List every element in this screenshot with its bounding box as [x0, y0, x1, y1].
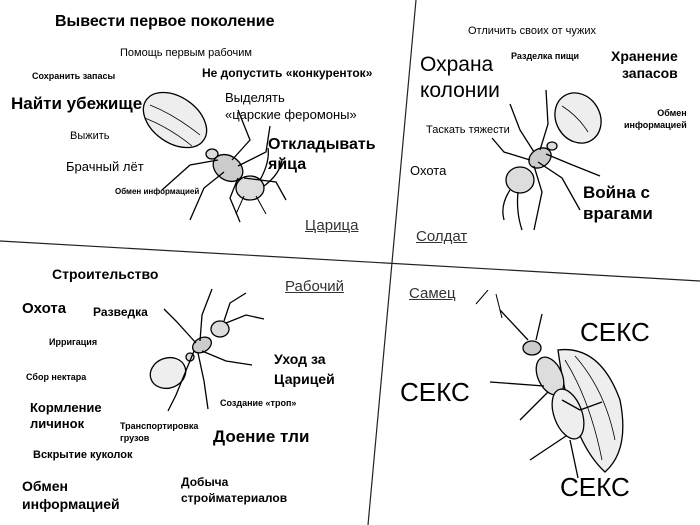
label-transport: Транспортировка грузов: [120, 421, 199, 443]
label-pupae: Вскрытие куколок: [33, 449, 133, 461]
label-sex-1: СЕКС: [580, 317, 650, 347]
label-aphid-milking: Доение тли: [213, 427, 310, 446]
label-pheromones: Выделять «царские феромоны»: [225, 90, 357, 122]
label-survive: Выжить: [70, 130, 110, 142]
label-irrigation: Ирригация: [49, 337, 98, 347]
label-sex-3: СЕКС: [560, 472, 630, 502]
label-save-stock: Сохранить запасы: [32, 71, 116, 81]
male-ant-drawing: [475, 290, 624, 479]
label-queen-info-exchange: Обмен информацией: [115, 187, 200, 196]
label-friend-foe: Отличить своих от чужих: [468, 25, 596, 37]
label-help-workers: Помощь первым рабочим: [120, 47, 252, 59]
label-lay-eggs: Откладывать яйца: [268, 136, 376, 173]
worker-ant-drawing: [149, 288, 265, 412]
label-find-shelter: Найти убежище: [11, 94, 143, 113]
worker-title: Рабочий: [285, 278, 345, 295]
label-soldier-hunting: Охота: [410, 163, 447, 178]
label-carry-heavy: Таскать тяжести: [426, 124, 510, 136]
label-worker-info-exchange: Обмен информацией: [22, 478, 120, 512]
queen-ant-drawing: [142, 91, 287, 223]
label-war: Война с врагами: [583, 183, 653, 223]
label-nuptial-flight: Брачный лёт: [66, 159, 144, 174]
label-storage: Хранение запасов: [611, 48, 678, 81]
queen-title: Царица: [305, 217, 359, 234]
label-materials: Добыча стройматериалов: [181, 475, 288, 505]
soldier-title: Солдат: [416, 228, 468, 245]
label-scouting: Разведка: [93, 305, 148, 319]
label-sex-2: СЕКС: [400, 377, 470, 407]
label-no-rivals: Не допустить «конкуренток»: [202, 66, 373, 80]
label-worker-hunting: Охота: [22, 300, 67, 317]
label-soldier-info-exchange: Обмен информацией: [624, 108, 687, 130]
label-queen-care: Уход за Царицей: [274, 351, 335, 387]
label-first-generation: Вывести первое поколение: [55, 13, 275, 30]
label-building: Строительство: [52, 266, 159, 282]
label-food-cutting: Разделка пищи: [511, 51, 580, 61]
label-larvae: Кормление личинок: [30, 400, 102, 431]
label-trails: Создание «троп»: [220, 398, 297, 408]
soldier-ant-drawing: [491, 89, 602, 231]
label-colony-guard: Охрана колонии: [420, 53, 500, 102]
male-title: Самец: [409, 285, 456, 302]
label-nectar: Сбор нектара: [26, 372, 87, 382]
